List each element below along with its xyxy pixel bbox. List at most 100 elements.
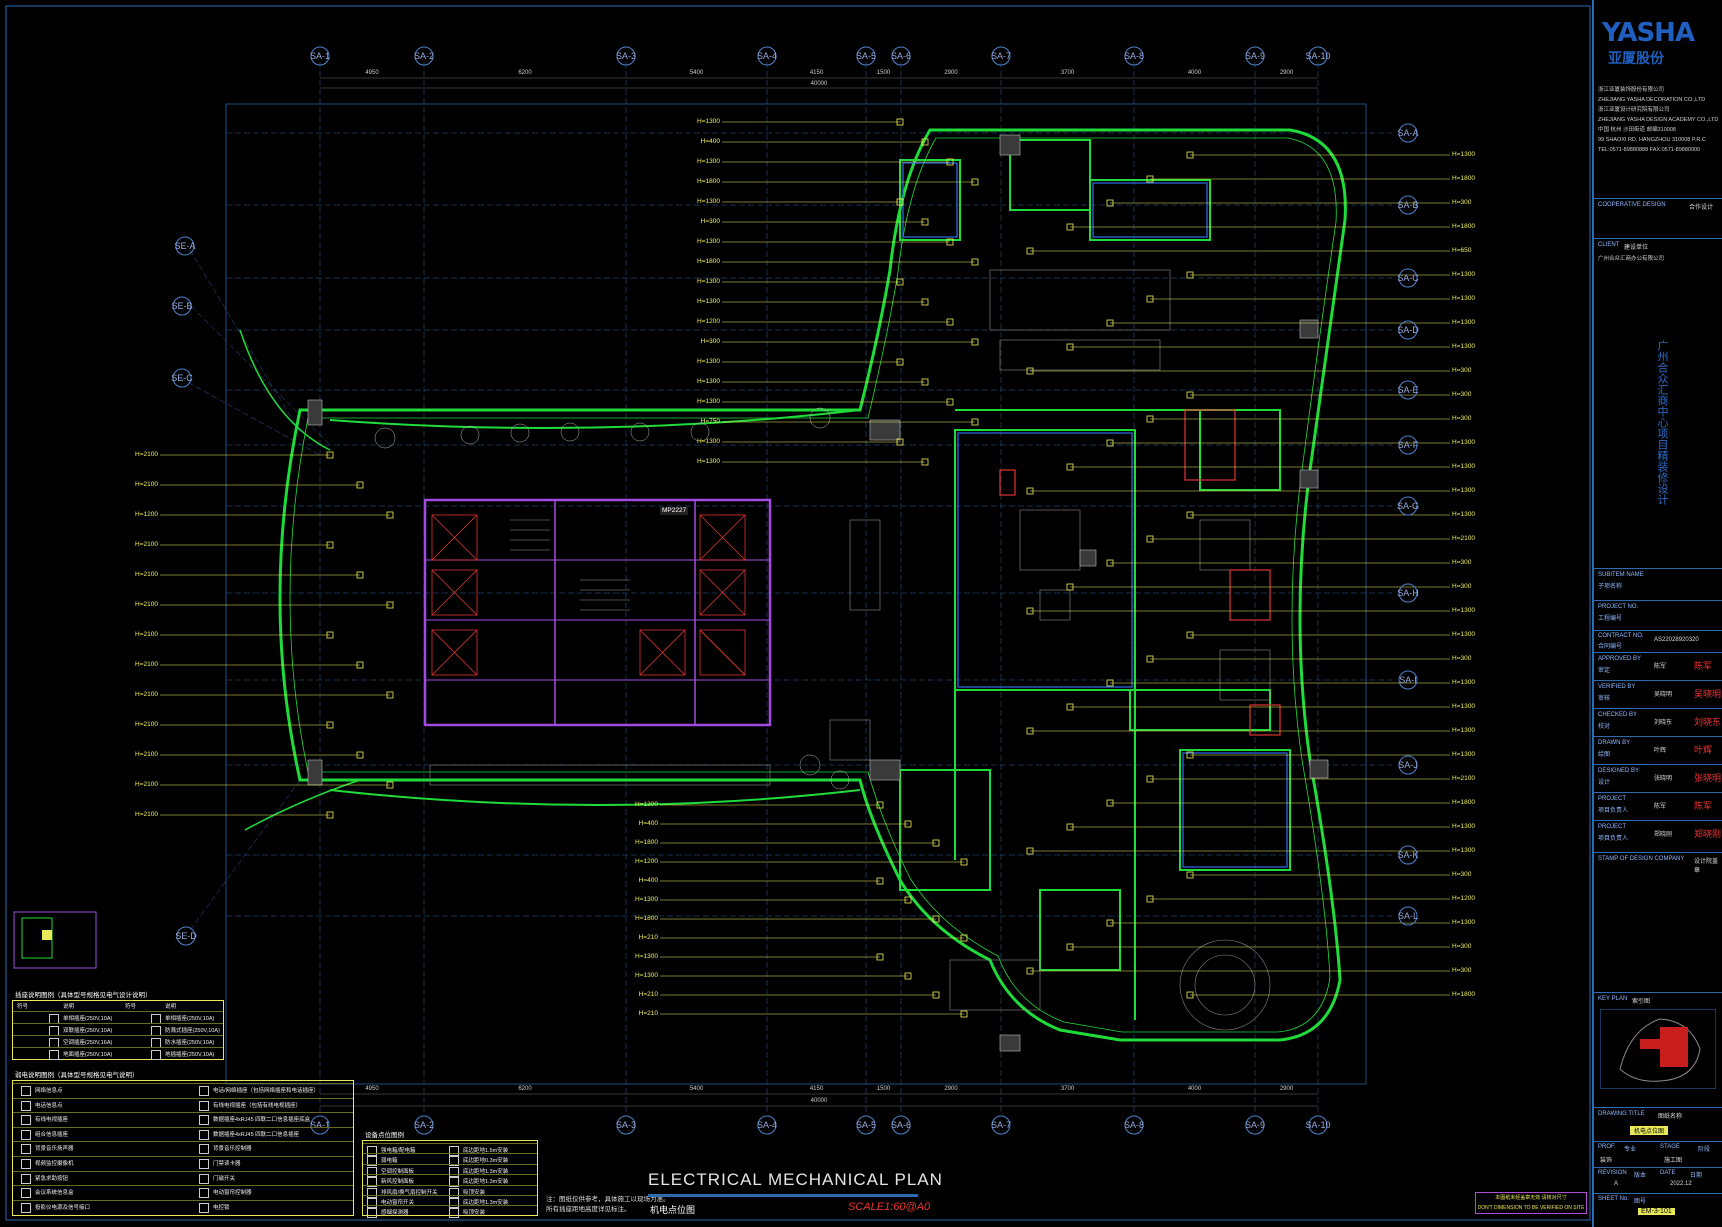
callout-mid-7: H=1300 bbox=[697, 238, 720, 245]
client-label: CLIENT bbox=[1598, 242, 1620, 248]
device-point bbox=[386, 691, 394, 699]
prof-label-cn: 专业 bbox=[1624, 1147, 1637, 1153]
device-point bbox=[326, 541, 334, 549]
drawing-title-value: 机电点位图 bbox=[1630, 1126, 1669, 1135]
building-outline-east bbox=[278, 128, 1347, 1042]
device-point bbox=[1026, 247, 1034, 255]
axis-top-2: SA-2 bbox=[413, 51, 435, 61]
device-point bbox=[1106, 799, 1114, 807]
callout-right-25: H=1300 bbox=[1452, 727, 1475, 734]
socket-cell: 地插插座(250V,10A) bbox=[165, 1052, 215, 1058]
device-point bbox=[386, 781, 394, 789]
equipment-cell: 感烟探测器 bbox=[381, 1210, 409, 1217]
equipment-cell: 底边距地1.3m安装 bbox=[463, 1179, 509, 1186]
south-glass-wall bbox=[329, 789, 861, 806]
axis-left-bottom-bubble bbox=[176, 926, 196, 946]
device-point bbox=[1066, 463, 1074, 471]
key-plan-label-cn: 索引图 bbox=[1632, 999, 1651, 1005]
top-dim-5: 1500 bbox=[876, 70, 891, 76]
callout-right-35: H=300 bbox=[1452, 967, 1472, 974]
callout-left-9: H=2100 bbox=[135, 691, 158, 698]
weak-symbol-icon bbox=[199, 1100, 209, 1111]
diag-axis-1 bbox=[189, 249, 301, 433]
callout-mid-10: H=1300 bbox=[697, 298, 720, 305]
device-point bbox=[960, 1010, 968, 1018]
drawing-title-row: DRAWING TITLE 图纸名称 机电点位图 bbox=[1594, 1107, 1722, 1141]
device-point bbox=[1186, 271, 1194, 279]
stage-label: STAGE bbox=[1660, 1144, 1680, 1150]
device-point bbox=[971, 258, 979, 266]
equipment-symbol-icon bbox=[367, 1208, 377, 1219]
diag-axis-4 bbox=[189, 779, 301, 931]
cooperative-design-label: COOPERATIVE DESIGN bbox=[1598, 202, 1666, 208]
device-point bbox=[876, 953, 884, 961]
callout-bottom-6: H=1300 bbox=[635, 896, 658, 903]
axis-right-7-bubble bbox=[1398, 496, 1418, 516]
company-line: TEL:0571-89880888 FAX:0571-89880000 bbox=[1598, 147, 1701, 153]
drawing-title-cn: 机电点位图 bbox=[650, 1205, 696, 1215]
equipment-row: 空调控制面板底边距地1.3m安装 bbox=[363, 1163, 537, 1177]
callout-bottom-5: H=400 bbox=[638, 877, 658, 884]
equipment-symbol-icon bbox=[367, 1146, 377, 1156]
cooperative-design-label-cn: 合作设计 bbox=[1689, 205, 1714, 211]
socket-symbol-icon bbox=[151, 1050, 161, 1060]
planters bbox=[374, 407, 850, 790]
socket-cell: 防溅式插座(250V,10A) bbox=[165, 1028, 220, 1034]
equipment-cell: 空调控制面板 bbox=[381, 1168, 415, 1175]
callout-bottom-8: H=210 bbox=[638, 934, 658, 941]
bottom-dim-3: 5400 bbox=[689, 1086, 704, 1092]
device-point bbox=[1066, 943, 1074, 951]
date-label: DATE bbox=[1660, 1170, 1676, 1176]
equipment-cell: 吸顶安装 bbox=[463, 1189, 486, 1196]
device-point bbox=[896, 198, 904, 206]
axis-bottom-4-bubble bbox=[757, 1115, 777, 1135]
equipment-row: 感烟探测器吸顶安装 bbox=[363, 1205, 537, 1219]
axis-left-3: SE-C bbox=[171, 373, 193, 383]
callout-left-5: H=2100 bbox=[135, 571, 158, 578]
axis-top-9-bubble bbox=[1245, 46, 1265, 66]
equipment-symbol-icon bbox=[367, 1156, 377, 1167]
callout-left-7: H=2100 bbox=[135, 631, 158, 638]
callout-mid-9: H=1300 bbox=[697, 278, 720, 285]
callout-left-1: H=2100 bbox=[135, 451, 158, 458]
weak-cell: 会议系统信息盒 bbox=[35, 1190, 74, 1197]
device-point bbox=[971, 178, 979, 186]
drawing-title-label-cn: 图纸名称 bbox=[1658, 1114, 1683, 1120]
role-label: PROJECT bbox=[1598, 796, 1627, 802]
axis-right-11: SA-K bbox=[1397, 850, 1419, 860]
weak-cell: 电动窗帘控制器 bbox=[213, 1190, 252, 1197]
device-point bbox=[932, 915, 940, 923]
socket-cell: 地面插座(250V,10A) bbox=[63, 1052, 113, 1058]
drawing-scale: SCALE1:60@A0 bbox=[848, 1201, 931, 1213]
device-point bbox=[386, 601, 394, 609]
axis-right-3-bubble bbox=[1398, 268, 1418, 288]
callout-right-11: H=300 bbox=[1452, 391, 1472, 398]
device-point bbox=[326, 811, 334, 819]
equipment-row: 强电箱/配电箱底边距地1.5m安装 bbox=[363, 1143, 537, 1156]
red-patches bbox=[999, 409, 1281, 736]
top-dim-4: 4150 bbox=[809, 70, 824, 76]
axis-top-2-bubble bbox=[414, 46, 434, 66]
axis-bottom-6-bubble bbox=[891, 1115, 911, 1135]
callout-left-4: H=2100 bbox=[135, 541, 158, 548]
callout-mid-13: H=1300 bbox=[697, 358, 720, 365]
callout-mid-12: H=300 bbox=[700, 338, 720, 345]
socket-row: 地面插座(250V,10A) 地插插座(250V,10A) bbox=[13, 1047, 223, 1060]
furniture bbox=[429, 269, 1271, 1031]
socket-cell: 空调插座(250V,16A) bbox=[63, 1040, 113, 1046]
socket-cell: 单相插座(250V,10A) bbox=[63, 1016, 113, 1022]
callout-bottom-3: H=1800 bbox=[635, 839, 658, 846]
axis-right-6: SA-F bbox=[1397, 440, 1419, 450]
axis-bottom-2-bubble bbox=[414, 1115, 434, 1135]
socket-header-desc-2: 说明 bbox=[165, 1004, 177, 1010]
axis-bottom-9-bubble bbox=[1245, 1115, 1265, 1135]
axis-top-8: SA-8 bbox=[1123, 51, 1145, 61]
device-point bbox=[876, 801, 884, 809]
device-point bbox=[946, 238, 954, 246]
device-point bbox=[1066, 583, 1074, 591]
contract-no-value: AS22028920320 bbox=[1654, 637, 1699, 643]
weak-symbol-icon bbox=[21, 1202, 31, 1213]
device-point bbox=[1106, 919, 1114, 927]
